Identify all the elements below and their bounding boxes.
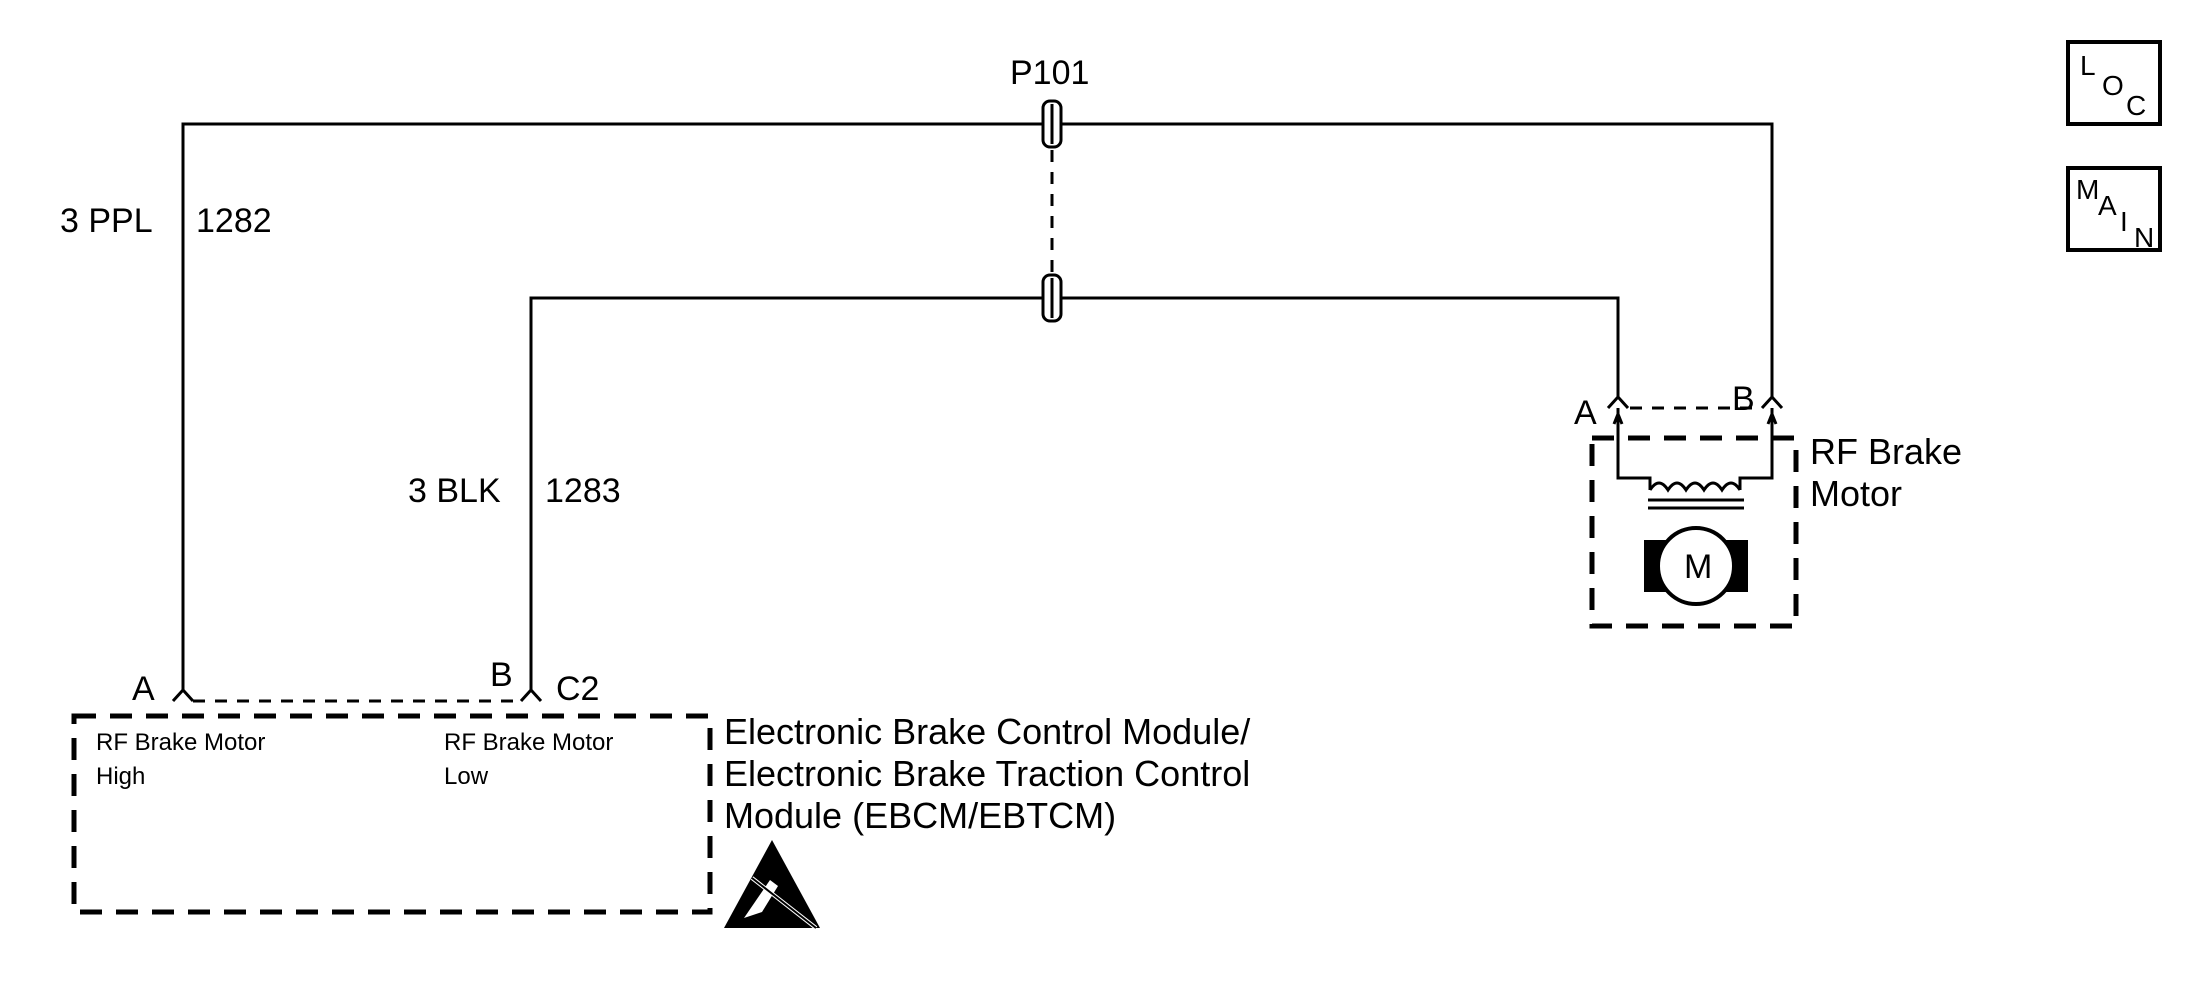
loc-letter-1: L bbox=[2080, 50, 2096, 81]
main-letter-4: N bbox=[2134, 222, 2155, 253]
motor-pin-a-label: A bbox=[1574, 394, 1597, 432]
motor-winding bbox=[1612, 408, 1778, 510]
ebcm-pin-b-label: B bbox=[490, 656, 513, 694]
ebcm-name-line3: Module (EBCM/EBTCM) bbox=[724, 795, 1116, 836]
motor-component-box bbox=[1589, 435, 1799, 629]
wire-1283-circuit: 1283 bbox=[545, 472, 621, 510]
motor-pin-b-terminal bbox=[1760, 394, 1784, 410]
main-letter-2: A bbox=[2098, 190, 2117, 221]
motor-symbol-icon bbox=[1644, 526, 1748, 606]
ebcm-module-box bbox=[71, 713, 713, 915]
ebcm-pin-a-terminal bbox=[171, 687, 195, 703]
motor-pin-b-label: B bbox=[1732, 380, 1755, 418]
loc-letter-2: O bbox=[2102, 70, 2124, 101]
ebcm-terminal-high-line2: High bbox=[96, 763, 145, 790]
ebcm-pin-a-label: A bbox=[132, 670, 155, 708]
loc-button[interactable]: L O C bbox=[2066, 40, 2162, 126]
motor-pin-a-terminal bbox=[1606, 394, 1630, 410]
splice-connector-icon bbox=[1041, 99, 1063, 149]
ebcm-name-line2: Electronic Brake Traction Control bbox=[724, 753, 1250, 794]
ebcm-terminal-high-line1: RF Brake Motor bbox=[96, 729, 265, 756]
connector-lower-icon bbox=[1041, 273, 1063, 323]
motor-symbol-letter: M bbox=[1684, 548, 1712, 586]
main-button[interactable]: M A I N bbox=[2066, 166, 2162, 252]
ebcm-terminal-low-line1: RF Brake Motor bbox=[444, 729, 613, 756]
loc-letter-3: C bbox=[2126, 90, 2147, 121]
esd-warning-icon bbox=[724, 840, 820, 930]
motor-name-line1: RF Brake bbox=[1810, 431, 1962, 472]
wire-1283-size-color: 3 BLK bbox=[408, 472, 501, 510]
ebcm-terminal-low-line2: Low bbox=[444, 763, 489, 790]
wire-1282 bbox=[181, 122, 1774, 692]
main-letter-1: M bbox=[2076, 174, 2100, 205]
main-letter-3: I bbox=[2120, 206, 2128, 237]
ebcm-pin-b-terminal bbox=[519, 687, 543, 703]
ebcm-connector-label: C2 bbox=[556, 670, 599, 708]
wire-1282-size-color: 3 PPL bbox=[60, 202, 153, 240]
ebcm-name-line1: Electronic Brake Control Module/ bbox=[724, 711, 1250, 752]
motor-name-line2: Motor bbox=[1810, 473, 1902, 514]
wire-1283 bbox=[529, 296, 1620, 692]
wire-1282-circuit: 1282 bbox=[196, 202, 272, 240]
splice-label: P101 bbox=[1010, 54, 1089, 92]
